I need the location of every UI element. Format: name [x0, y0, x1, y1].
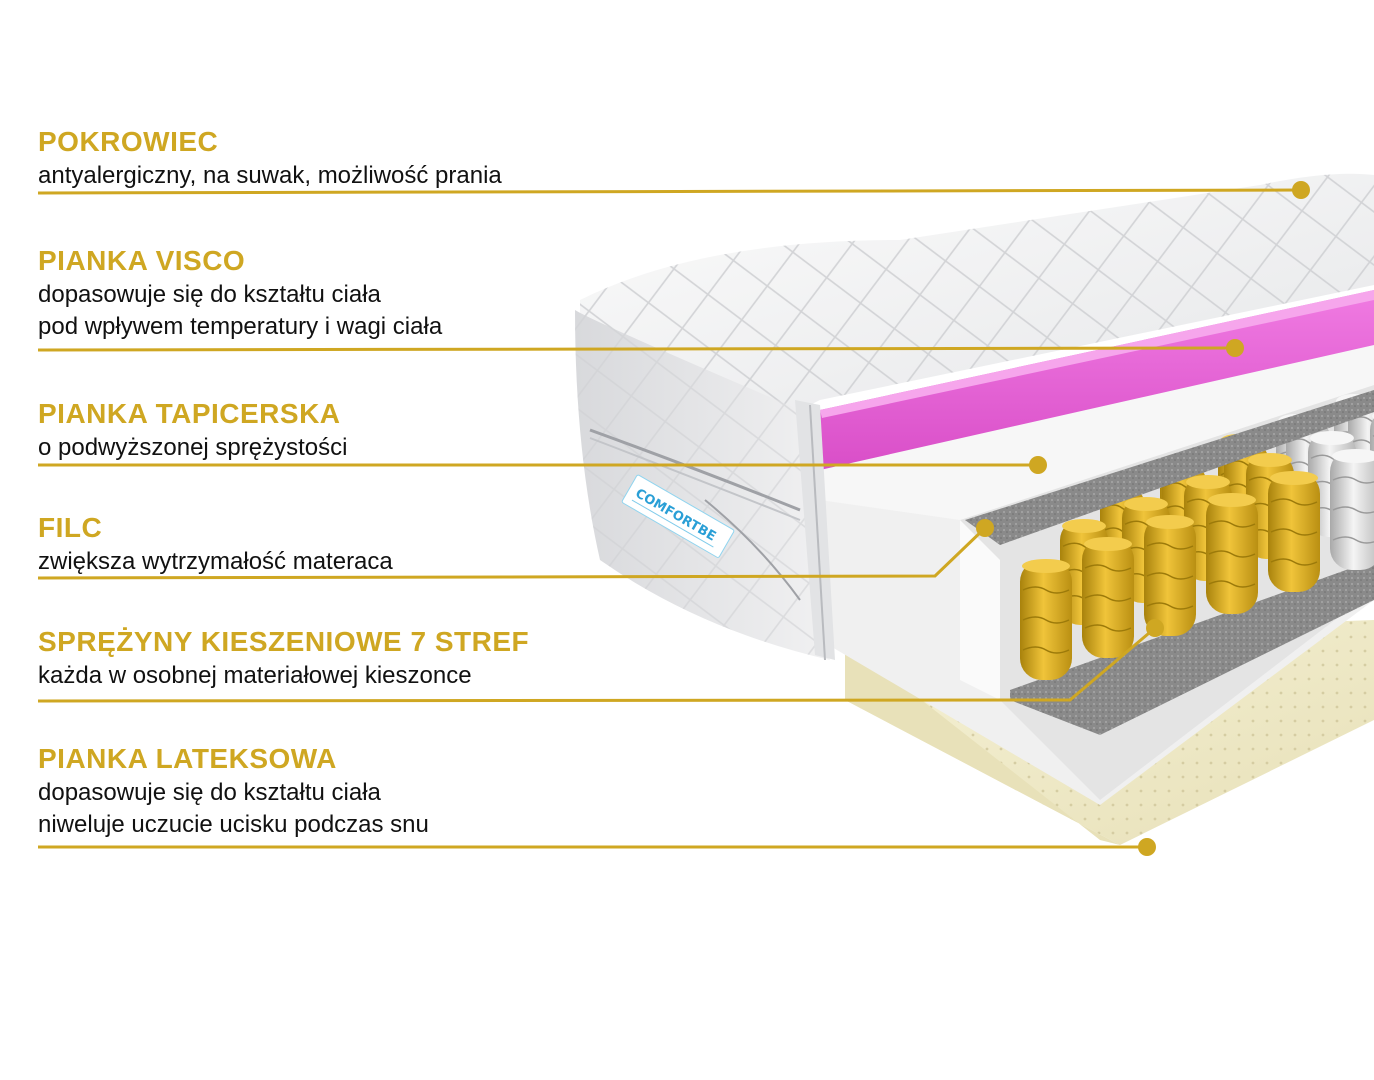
- label-pocket-springs: SPRĘŻYNY KIESZENIOWE 7 STREF każda w oso…: [38, 626, 529, 692]
- label-latex-foam-desc-2: niweluje uczucie ucisku podczas snu: [38, 811, 429, 838]
- leader-dot-latex: [1138, 838, 1156, 856]
- foam-top-strip: [820, 345, 1374, 520]
- leader-line-felt: [37, 526, 987, 580]
- leader-dot-springs: [1146, 619, 1164, 637]
- pocket-spring: [1330, 449, 1374, 570]
- pocket-spring: [1082, 537, 1134, 658]
- label-cover-title: POKROWIEC: [38, 126, 219, 157]
- label-cover: POKROWIEC antyalergiczny, na suwak, możl…: [38, 126, 502, 192]
- label-felt-desc-1: zwiększa wytrzymałość materaca: [38, 548, 393, 575]
- label-visco: PIANKA VISCO dopasowuje się do kształtu …: [38, 245, 442, 343]
- pocket-spring: [1206, 493, 1258, 614]
- label-latex-foam: PIANKA LATEKSOWA dopasowuje się do kszta…: [38, 743, 429, 841]
- leader-dot-foam: [1029, 456, 1047, 474]
- label-visco-title: PIANKA VISCO: [38, 245, 246, 276]
- visco-foam-layer: [820, 290, 1374, 470]
- label-upholstery-foam-title: PIANKA TAPICERSKA: [38, 398, 341, 429]
- leader-lines: [37, 181, 1310, 856]
- leader-line-cover: [37, 188, 1302, 195]
- label-upholstery-foam: PIANKA TAPICERSKA o podwyższonej sprężys…: [38, 398, 347, 464]
- leader-dot-visco: [1226, 339, 1244, 357]
- label-felt-title: FILC: [38, 512, 103, 543]
- mattress-cover: [575, 173, 1374, 661]
- label-cover-desc-1: antyalergiczny, na suwak, możliwość pran…: [38, 162, 502, 189]
- label-pocket-springs-desc-1: każda w osobnej materiałowej kieszonce: [38, 662, 472, 689]
- pocket-spring: [1020, 559, 1072, 680]
- pocket-spring: [1144, 515, 1196, 636]
- label-latex-foam-title: PIANKA LATEKSOWA: [38, 743, 337, 774]
- label-latex-foam-desc-1: dopasowuje się do kształtu ciała: [38, 779, 381, 806]
- label-visco-desc-2: pod wpływem temperatury i wagi ciała: [38, 313, 443, 340]
- label-visco-desc-1: dopasowuje się do kształtu ciała: [38, 281, 381, 308]
- label-pocket-springs-title: SPRĘŻYNY KIESZENIOWE 7 STREF: [38, 626, 530, 657]
- leader-dot-cover: [1292, 181, 1310, 199]
- leader-line-springs: [37, 626, 1156, 703]
- leader-dot-felt: [976, 519, 994, 537]
- felt-layer-bottom: [1010, 560, 1374, 735]
- label-felt: FILC zwiększa wytrzymałość materaca: [38, 512, 393, 578]
- felt-layer-top: [965, 390, 1374, 545]
- label-upholstery-foam-desc-1: o podwyższonej sprężystości: [38, 434, 348, 461]
- leader-line-visco: [37, 346, 1236, 352]
- pocket-spring: [1268, 471, 1320, 592]
